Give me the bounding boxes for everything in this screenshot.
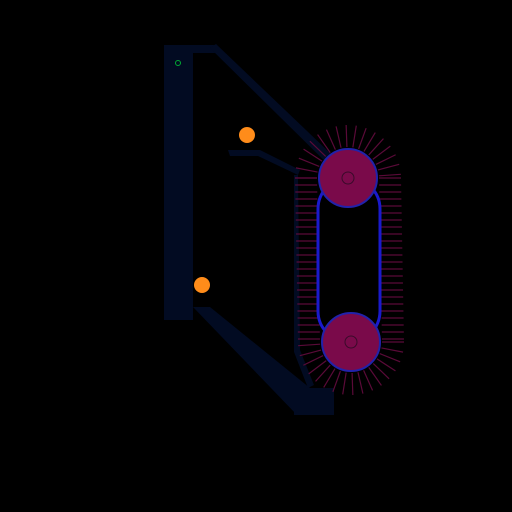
spike (295, 167, 318, 173)
spike (372, 363, 390, 380)
spike (335, 126, 342, 148)
spike (309, 140, 327, 157)
spike (377, 163, 400, 171)
inner-rod (294, 175, 314, 388)
ball-lower[interactable] (194, 277, 210, 293)
left-wall (164, 45, 193, 320)
conveyor[interactable] (316, 148, 382, 372)
bottom-diagonal-wall (193, 307, 310, 414)
spike (303, 148, 323, 162)
spike (323, 368, 336, 388)
spike (368, 367, 382, 386)
top-pulley-hub-icon (341, 171, 355, 185)
spike (351, 372, 354, 395)
spike (358, 127, 367, 150)
bottom-block (294, 388, 334, 415)
spike (357, 372, 364, 394)
spike (315, 364, 331, 382)
spike (378, 173, 401, 177)
spike (342, 372, 347, 395)
spike (368, 138, 384, 156)
spike (299, 349, 322, 357)
spike (375, 154, 396, 165)
top-bar (164, 45, 216, 53)
spike (352, 125, 357, 148)
spike-ring (295, 125, 404, 395)
spike (381, 347, 404, 353)
ramp-ledge (228, 150, 300, 175)
spike (363, 370, 374, 391)
spike (317, 134, 331, 153)
spike (379, 353, 401, 363)
top-pulley[interactable] (318, 148, 378, 208)
spike (376, 358, 396, 372)
spike (363, 132, 376, 152)
bottom-pulley-hub-icon (344, 335, 358, 349)
green-ring-icon (175, 60, 181, 66)
bottom-left-corner (164, 307, 193, 320)
spike (345, 125, 348, 148)
spike (308, 360, 327, 375)
ball-upper[interactable] (239, 127, 255, 143)
spike (325, 129, 336, 150)
bottom-pulley[interactable] (321, 312, 381, 372)
spike (298, 157, 320, 167)
spike (372, 145, 391, 160)
spike (298, 343, 321, 347)
spike (332, 370, 341, 393)
spike (303, 355, 324, 366)
